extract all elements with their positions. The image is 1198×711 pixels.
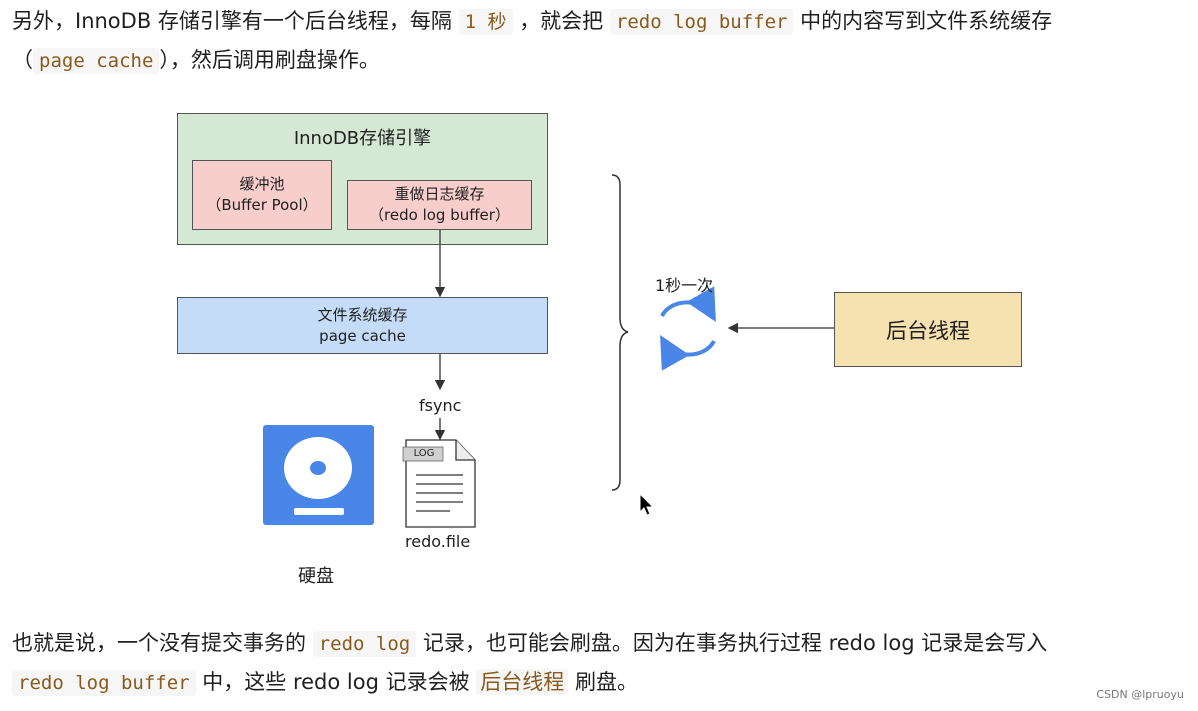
intro-text: ），然后调用刷盘操作。 bbox=[159, 48, 380, 72]
buffer-pool-label: 缓冲池 bbox=[239, 175, 285, 193]
summary-text: 记录，也可能会刷盘。因为在事务执行过程 redo log 记录是会写入 bbox=[422, 631, 1048, 655]
refresh-cycle-icon bbox=[660, 286, 716, 371]
csdn-watermark: CSDN @lpruoyu bbox=[1096, 688, 1184, 701]
inline-code-page-cache: page cache bbox=[33, 48, 160, 74]
redo-file-label: redo.file bbox=[405, 532, 471, 551]
fsync-label: fsync bbox=[419, 396, 462, 415]
mouse-cursor-icon bbox=[639, 493, 655, 516]
redo-buffer-sublabel: （redo log buffer） bbox=[369, 206, 510, 224]
redo-buffer-label: 重做日志缓存 bbox=[394, 185, 485, 203]
file-system-cache-box: 文件系统缓存 page cache bbox=[177, 297, 548, 354]
disk-label: 硬盘 bbox=[298, 566, 334, 587]
engine-title: InnoDB存储引擎 bbox=[293, 128, 432, 149]
interval-label: 1秒一次 bbox=[655, 276, 714, 295]
background-thread-label: 后台线程 bbox=[886, 318, 970, 343]
intro-paragraph-line-1: 另外，InnoDB 存储引擎有一个后台线程，每隔 1 秒 ，就会把 redo l… bbox=[12, 2, 1052, 42]
intro-text: ，就会把 bbox=[519, 9, 604, 33]
highlight-background-thread: 后台线程 bbox=[476, 669, 569, 695]
hard-disk-icon bbox=[263, 425, 374, 525]
summary-text: 刷盘。 bbox=[574, 670, 638, 694]
interval-brace bbox=[611, 174, 629, 491]
summary-text: 也就是说，一个没有提交事务的 bbox=[12, 631, 306, 655]
fs-cache-sublabel: page cache bbox=[319, 326, 406, 345]
summary-paragraph-line-2: redo log buffer 中，这些 redo log 记录会被 后台线程 … bbox=[12, 663, 638, 703]
log-tag-label: LOG bbox=[413, 448, 435, 459]
inline-code-redo-log-buffer-2: redo log buffer bbox=[12, 670, 196, 696]
inline-code-redo-log: redo log bbox=[312, 631, 417, 657]
buffer-pool-box: 缓冲池 （Buffer Pool） bbox=[192, 160, 332, 230]
redo-log-buffer-box: 重做日志缓存 （redo log buffer） bbox=[347, 180, 532, 230]
intro-paragraph-line-2: （page cache），然后调用刷盘操作。 bbox=[12, 41, 380, 81]
background-thread-box: 后台线程 bbox=[834, 292, 1022, 367]
fs-cache-label: 文件系统缓存 bbox=[317, 305, 408, 324]
summary-paragraph-line-1: 也就是说，一个没有提交事务的 redo log 记录，也可能会刷盘。因为在事务执… bbox=[12, 624, 1047, 664]
inline-code-redo-log-buffer: redo log buffer bbox=[609, 9, 794, 35]
inline-code-interval: 1 秒 bbox=[458, 9, 513, 35]
buffer-pool-sublabel: （Buffer Pool） bbox=[206, 196, 318, 214]
intro-text: （ bbox=[12, 48, 33, 72]
intro-text: 中的内容写到文件系统缓存 bbox=[800, 9, 1053, 33]
intro-text: 另外，InnoDB 存储引擎有一个后台线程，每隔 bbox=[12, 9, 452, 33]
summary-text: 中，这些 redo log 记录会被 bbox=[202, 670, 470, 694]
